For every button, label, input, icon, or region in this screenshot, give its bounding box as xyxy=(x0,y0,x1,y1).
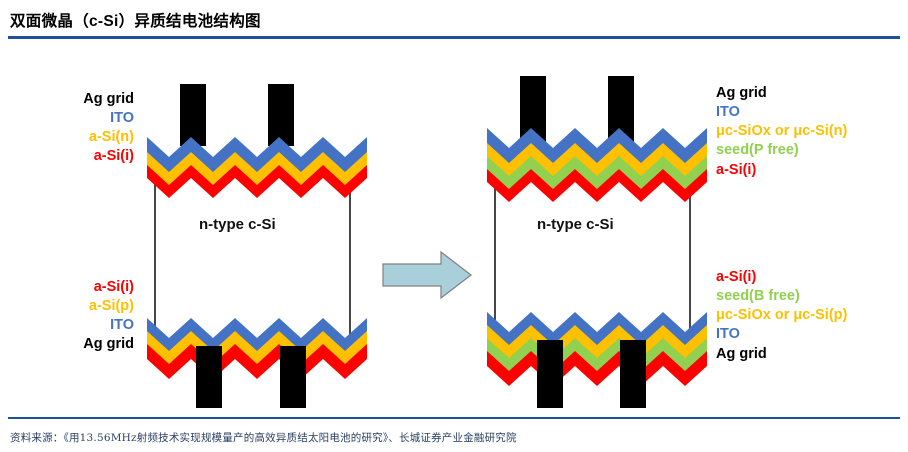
label-right-bottom-2: μc-SiOx or μc-Si(p) xyxy=(716,307,848,324)
right-bottom-layer-3 xyxy=(487,312,707,347)
right-top-layer-2 xyxy=(487,154,707,189)
right-bottom-layer-0 xyxy=(487,351,707,386)
label-right-bottom-1: seed(B free) xyxy=(716,288,800,305)
transition-arrow-icon xyxy=(382,250,472,300)
label-left-bottom-0: a-Si(i) xyxy=(93,279,134,295)
right-top-layer-0 xyxy=(487,128,707,163)
page-title: 双面微晶（c-Si）异质结电池结构图 xyxy=(10,13,261,30)
right-wafer-body xyxy=(495,186,690,318)
label-left-top-0: Ag grid xyxy=(83,91,134,107)
left-top-layer-2 xyxy=(147,163,367,198)
left-top-layer-1 xyxy=(147,150,367,185)
label-left-bottom-1: a-Si(p) xyxy=(88,298,134,315)
left-bottom-layer-1 xyxy=(147,331,367,366)
left-cell-bottom-label-group: a-Si(i) a-Si(p) ITO Ag grid xyxy=(4,278,134,355)
label-right-bottom-4: Ag grid xyxy=(716,345,767,362)
title-divider xyxy=(8,36,900,39)
diagram-stage: Ag grid ITO a-Si(n) a-Si(i) a-Si(i) a-Si… xyxy=(0,46,908,414)
label-right-top-2: μc-SiOx or μc-Si(n) xyxy=(716,123,848,140)
right-cell-bottom-label-group: a-Si(i) seed(B free) μc-SiOx or μc-Si(p)… xyxy=(716,268,908,364)
right-top-layer-3 xyxy=(487,167,707,202)
label-left-top-3: a-Si(i) xyxy=(93,148,134,165)
left-ag-grid-finger-bottom-0 xyxy=(196,346,222,408)
label-left-top-1: ITO xyxy=(110,110,134,127)
left-ag-grid-finger-top-1 xyxy=(268,84,294,146)
right-ag-grid-finger-bottom-1 xyxy=(620,340,646,408)
left-cell-top-label-group: Ag grid ITO a-Si(n) a-Si(i) xyxy=(4,90,134,167)
footer-divider xyxy=(8,417,900,419)
left-ag-grid-finger-top-0 xyxy=(180,84,206,146)
right-cell-core-label: n-type c-Si xyxy=(537,216,614,233)
label-left-top-2: a-Si(n) xyxy=(88,129,134,146)
right-cell-top-label-group: Ag grid ITO μc-SiOx or μc-Si(n) seed(P f… xyxy=(716,84,908,180)
source-note: 资料来源：《用13.56MHz射频技术实现规模量产的高效异质结太阳电池的研究》、… xyxy=(10,432,517,444)
label-right-bottom-0: a-Si(i) xyxy=(716,269,757,285)
cell-structure-diagram xyxy=(147,76,707,408)
left-bottom-layer-2 xyxy=(147,318,367,353)
right-ag-grid-finger-bottom-0 xyxy=(537,340,563,408)
left-ag-grid-finger-bottom-1 xyxy=(280,346,306,408)
label-right-bottom-3: ITO xyxy=(716,326,740,343)
left-top-layer-0 xyxy=(147,137,367,172)
label-right-top-4: a-Si(i) xyxy=(716,161,757,178)
right-bottom-layer-1 xyxy=(487,338,707,373)
label-left-bottom-2: ITO xyxy=(110,317,134,334)
right-top-layer-1 xyxy=(487,141,707,176)
left-bottom-layer-0 xyxy=(147,344,367,379)
label-right-top-0: Ag grid xyxy=(716,85,767,101)
label-right-top-1: ITO xyxy=(716,104,740,121)
label-right-top-3: seed(P free) xyxy=(716,142,799,159)
right-bottom-layer-2 xyxy=(487,325,707,360)
left-cell-core-label: n-type c-Si xyxy=(199,216,276,233)
label-left-bottom-3: Ag grid xyxy=(83,336,134,353)
left-wafer-body xyxy=(155,182,350,324)
